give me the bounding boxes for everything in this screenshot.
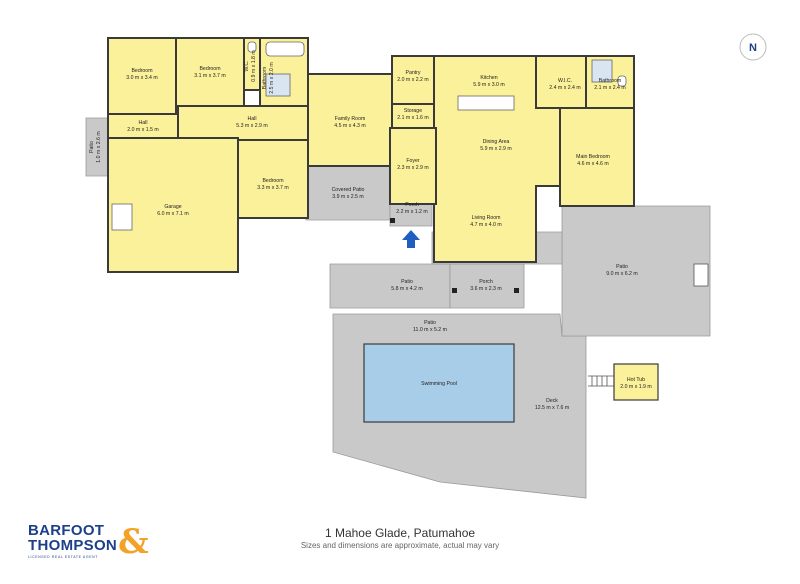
swimming-pool [363,343,515,423]
room-dim: 4.6 m x 4.6 m [577,161,608,167]
bathroom-fixtures [247,41,627,97]
room-name: Garage [164,204,181,210]
room-name: Patio [424,320,436,326]
room-dim: 3.1 m x 3.7 m [194,73,225,79]
room-dim: 2.0 m x 2.2 m [397,77,428,83]
room-name: Foyer [406,158,420,164]
patio-west-area [329,263,451,309]
disclaimer-note: Sizes and dimensions are approximate, ac… [300,541,500,550]
room-dim: 12.5 m x 7.6 m [535,405,569,411]
room-dim: 2.1 m x 1.6 m [397,115,428,121]
porch-posts [390,218,519,293]
north-compass-icon: N [739,33,767,61]
room-name: Bathroom [262,67,268,90]
room-name: Porch [479,279,493,285]
outdoor-fireplace [693,263,709,287]
patio-east-area [561,205,711,337]
room-name: W.I.C. [558,78,572,84]
room-name: Pantry [406,70,421,76]
room-dim: 4.7 m x 4.0 m [470,222,501,228]
entry-arrow-icon [402,230,420,248]
room-name: Covered Patio [332,187,365,193]
room-name: Hot Tub [627,377,645,383]
room-dim: 3.3 m x 3.7 m [257,185,288,191]
room-dim: 0.9 m x 1.8 m [251,50,257,81]
address-title: 1 Mahoe Glade, Patumahoe [324,526,476,540]
covered-patio-area [305,165,391,221]
room-name: Living Room [472,215,501,221]
room-dim: 1.0 m x 2.6 m [96,131,102,162]
brand-line-1: BARFOOT [28,522,105,539]
hot-tub [613,363,659,401]
hall-1 [107,113,179,139]
room-dim: 2.1 m x 2.4 m [594,85,625,91]
room-name: Hall [139,120,148,126]
family-room [307,73,393,167]
room-name: Porch [405,202,419,208]
room-dim: 5.9 m x 2.9 m [480,146,511,152]
room-dim: 11.0 m x 5.2 m [413,327,447,333]
room-name: Bathroom [599,78,622,84]
toilet-ensuite [617,75,627,87]
pantry [391,55,435,105]
room-dim: 2.5 m x 2.0 m [269,62,275,93]
ensuite-shower [591,59,613,83]
kitchen-island [457,95,515,111]
room-name: Storage [404,108,422,114]
toilet-wc [247,41,257,53]
room-dim: 2.4 m x 2.4 m [549,85,580,91]
room-name: Patio [616,264,628,270]
room-dim: 6.0 m x 7.1 m [157,211,188,217]
room-name: Dining Area [483,139,510,145]
room-dim: 2.2 m x 1.2 m [396,209,427,215]
room-dim: 2.3 m x 2.9 m [397,165,428,171]
room-name: Kitchen [480,75,497,81]
room-name: Bedroom [262,178,283,184]
room-dim: 5.8 m x 4.2 m [391,286,422,292]
room-dim: 5.3 m x 2.9 m [236,123,267,129]
room-dim: 5.9 m x 3.0 m [473,82,504,88]
main-bedroom [559,107,635,207]
brand-logo: BARFOOT THOMPSON LICENSED REAL ESTATE AG… [28,522,149,563]
bedroom-3 [237,139,309,219]
shower [265,73,291,97]
brand-line-2: THOMPSON [28,537,118,554]
room-dim: 3.9 m x 2.5 m [332,194,363,200]
room-name: Patio [401,279,413,285]
room-name: Patio [89,141,95,153]
garage-door-panel [111,203,133,231]
hot-tub-walkway [588,375,614,387]
room-dim: 4.5 m x 4.3 m [334,123,365,129]
bedroom-1 [107,37,177,115]
room-name: Main Bedroom [576,154,610,160]
room-name: W.C. [244,60,250,71]
room-dim: 9.0 m x 6.2 m [606,271,637,277]
room-name: Deck [546,398,558,404]
room-name: Family Room [335,116,366,122]
room-dim: 2.0 m x 1.9 m [620,384,651,390]
brand-tagline: LICENSED REAL ESTATE AGENT [28,555,98,559]
bathtub [265,41,305,57]
north-label: N [749,42,757,54]
room-name: Hall [248,116,257,122]
brand-ampersand: & [118,522,149,562]
room-name: Swimming Pool [421,381,457,387]
room-name: Bedroom [131,68,152,74]
room-dim: 3.0 m x 3.4 m [126,75,157,81]
room-name: Bedroom [199,66,220,72]
room-labels: Bedroom 3.0 m x 3.4 m Bedroom 3.1 m x 3.… [89,50,652,411]
room-dim: 3.6 m x 2.3 m [470,286,501,292]
hall-2 [177,105,309,141]
room-dim: 2.0 m x 1.5 m [127,127,158,133]
storage [391,103,435,129]
